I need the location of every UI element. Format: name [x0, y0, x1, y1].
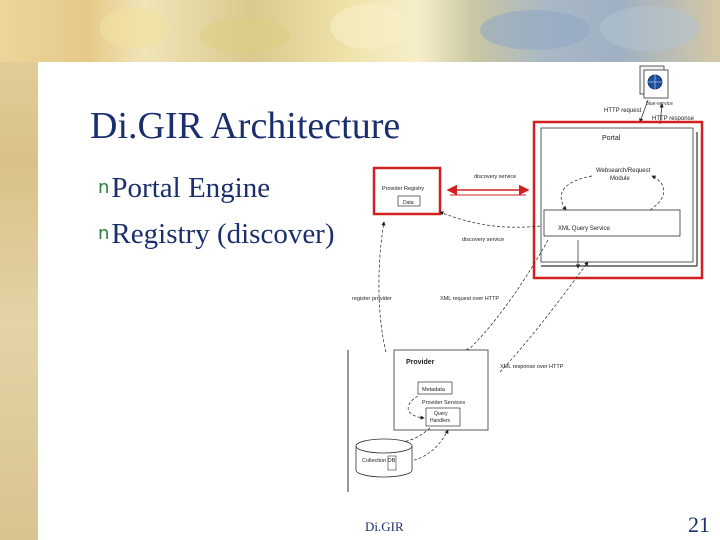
decor-leaf: [600, 6, 700, 51]
blue-service-label: blue-service: [646, 101, 673, 107]
query-handlers-label: Query: [434, 411, 448, 417]
register-provider-arrow: [378, 221, 387, 353]
discovery-arrow: [439, 211, 541, 228]
xml-request-arrow: [465, 239, 549, 353]
collection-db-label: Collection DB: [362, 458, 396, 464]
blue-service-icon: blue-service: [639, 65, 673, 107]
portal-internal-arrow: [649, 175, 665, 211]
bullet-icon: n: [98, 177, 110, 198]
discovery-service-label-2: discovery service: [462, 237, 504, 243]
slide-title: Di.GIR Architecture: [90, 105, 401, 147]
websearch-module-label-2: Module: [610, 176, 630, 182]
decor-leaf: [200, 18, 290, 53]
http-request-label: HTTP request: [604, 108, 642, 114]
slide-footer: Di.GIR: [365, 519, 404, 534]
registry-data-box: [397, 195, 421, 207]
bullet-icon: n: [98, 223, 110, 244]
portal-internal-arrow: [560, 175, 593, 211]
portal-box: [540, 127, 694, 263]
metadata-label: Metadata: [422, 387, 446, 393]
provider-services-label: Provider Services: [422, 400, 465, 406]
query-handlers-label-2: Handlers: [430, 418, 451, 424]
metadata-box: [417, 381, 453, 395]
register-provider-label: register provider: [352, 296, 392, 302]
websearch-module-label: Websearch/Request: [596, 168, 651, 174]
portal-label: Portal: [602, 135, 621, 142]
bullet-label: Registry (discover): [111, 218, 335, 250]
xml-request-label: XML request over HTTP: [440, 296, 499, 302]
portal-highlight: [532, 120, 704, 280]
provider-label: Provider: [406, 359, 435, 366]
xml-query-service-label: XML Query Service: [558, 226, 610, 232]
background-left-strip: [0, 0, 38, 540]
request-arrow: [639, 99, 649, 123]
query-handlers-box: [425, 407, 461, 427]
page-number: 21: [688, 512, 710, 537]
bullet-label: Portal Engine: [111, 172, 271, 204]
xml-response-arrow: [499, 261, 589, 373]
registry-data-label: Data: [403, 200, 414, 206]
registry-label: Provider Registry: [382, 186, 424, 192]
background-top-banner: [0, 0, 720, 62]
decor-leaf: [480, 10, 590, 50]
bullet-item: nRegistry (discover): [98, 218, 335, 251]
xml-response-label: XML response over HTTP: [500, 364, 564, 370]
decor-leaf: [100, 8, 170, 48]
discovery-service-label: discovery service: [474, 174, 516, 180]
response-arrow: [659, 103, 664, 125]
collection-db-icon: [355, 438, 413, 478]
http-response-label: HTTP response: [652, 116, 695, 122]
decor-leaf: [330, 4, 410, 49]
bullet-item: nPortal Engine: [98, 172, 270, 205]
registry-highlight: [372, 166, 442, 216]
provider-internal-arrow: [407, 395, 425, 420]
xml-query-service-box: [543, 209, 681, 237]
